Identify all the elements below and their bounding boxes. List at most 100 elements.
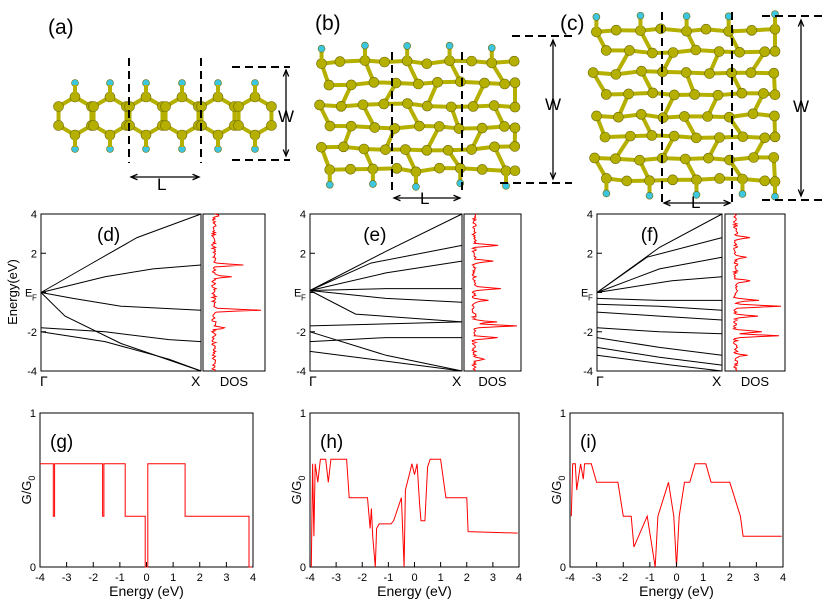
carbon-atom (680, 67, 692, 78)
x-axis-title: Energy (eV) (109, 583, 184, 599)
carbon-atom (509, 101, 521, 113)
y-tick-label: 0 (30, 562, 36, 574)
hydrogen-atom (738, 190, 747, 198)
y-tick-label: 0 (560, 562, 566, 574)
carbon-atom (509, 165, 521, 177)
carbon-atom (476, 164, 488, 175)
x-tick-label: 0 (143, 572, 149, 584)
x-tick-label: X (712, 373, 722, 389)
y-tick-label: E (294, 288, 301, 300)
band-line (596, 256, 723, 293)
carbon-atom (635, 109, 647, 120)
carbon-atom (368, 77, 380, 88)
panel-label-h: (h) (320, 432, 343, 453)
carbon-atom (690, 44, 702, 56)
y-tick-label: E (25, 288, 32, 300)
panel-label-e: (e) (363, 225, 386, 246)
hydrogen-atom (592, 13, 601, 21)
carbon-atom (334, 56, 346, 67)
carbon-atom (600, 89, 612, 100)
y-tick-label: 1 (300, 408, 306, 420)
carbon-atom (338, 141, 349, 153)
carbon-atom (668, 130, 680, 142)
carbon-atom (323, 79, 335, 91)
carbon-atom (489, 141, 500, 153)
hydrogen-atom (692, 191, 701, 199)
x-tick-label: -3 (592, 572, 602, 584)
carbon-atom (623, 88, 634, 100)
y-tick-label: -4 (583, 366, 593, 378)
carbon-atom (713, 46, 725, 57)
carbon-atom (621, 175, 633, 187)
carbon-atom (746, 25, 757, 36)
y-axis-title: G/G0 (289, 476, 307, 505)
band-line (596, 276, 723, 293)
length-label-b: L (420, 189, 429, 208)
carbon-atom (499, 78, 510, 90)
y-axis-title-sub: 0 (297, 476, 307, 481)
carbon-atom (413, 78, 424, 90)
conductance-plot-frame (569, 412, 784, 568)
carbon-atom (233, 120, 244, 131)
band-line (596, 213, 723, 293)
width-label-c: W (793, 97, 809, 116)
x-tick-label: -1 (115, 572, 125, 584)
dos-plot-frame (463, 213, 522, 372)
carbon-atom (380, 144, 391, 155)
carbon-atom (414, 120, 425, 132)
x-tick-label: -2 (88, 572, 98, 584)
carbon-atom (445, 101, 457, 113)
carbon-atom (613, 111, 624, 123)
carbon-atom (679, 111, 690, 122)
band-line (40, 327, 202, 343)
carbon-atom (703, 152, 714, 164)
length-arrow (129, 173, 201, 181)
x-tick-label: 3 (223, 572, 229, 584)
ribbon-structures (53, 10, 826, 207)
y-tick-label: 2 (300, 248, 306, 260)
carbon-atom (476, 122, 488, 134)
x-tick-label: 4 (516, 572, 522, 584)
carbon-atom (647, 47, 658, 59)
carbon-atom (758, 88, 769, 99)
carbon-atom (747, 108, 759, 120)
carbon-atom (266, 101, 277, 112)
band-line (309, 288, 462, 291)
carbon-atom (335, 101, 347, 112)
carbon-atom (160, 101, 171, 112)
x-tick-label: -3 (62, 572, 72, 584)
y-tick-label: 2 (587, 248, 593, 260)
carbon-atom (748, 152, 759, 163)
band-line (40, 264, 202, 293)
carbon-atom (402, 98, 413, 109)
band-line (309, 290, 463, 303)
y-tick-label: 0 (300, 562, 306, 574)
x-tick-label: 0 (673, 572, 679, 584)
fermi-subscript: F (301, 294, 306, 303)
conductance-curve (310, 458, 518, 568)
length-label-c: L (691, 193, 700, 212)
carbon-atom (369, 122, 381, 133)
y-axis-title: G/G0 (19, 476, 37, 505)
dos-plot-frame (202, 213, 266, 372)
carbon-atom (679, 153, 691, 165)
carbon-atom (53, 120, 64, 131)
hydrogen-atom (317, 44, 326, 53)
y-axis-title-main: G/G (549, 481, 564, 505)
dos-plot-frame (724, 213, 786, 372)
carbon-atom (233, 101, 244, 112)
band-y-axis-title: Energy(eV) (5, 259, 20, 325)
carbon-atom (610, 153, 621, 164)
x-tick-label: 2 (464, 572, 470, 584)
panel-label-f: (f) (641, 225, 659, 246)
x-tick-label: 1 (700, 572, 706, 584)
y-tick-label: -4 (296, 366, 306, 378)
y-axis-title-sub: 0 (557, 476, 567, 481)
gamma-tick-label: Γ (309, 373, 317, 389)
x-tick-label: -3 (331, 572, 341, 584)
carbon-atom (345, 163, 356, 175)
band-line (40, 292, 202, 311)
